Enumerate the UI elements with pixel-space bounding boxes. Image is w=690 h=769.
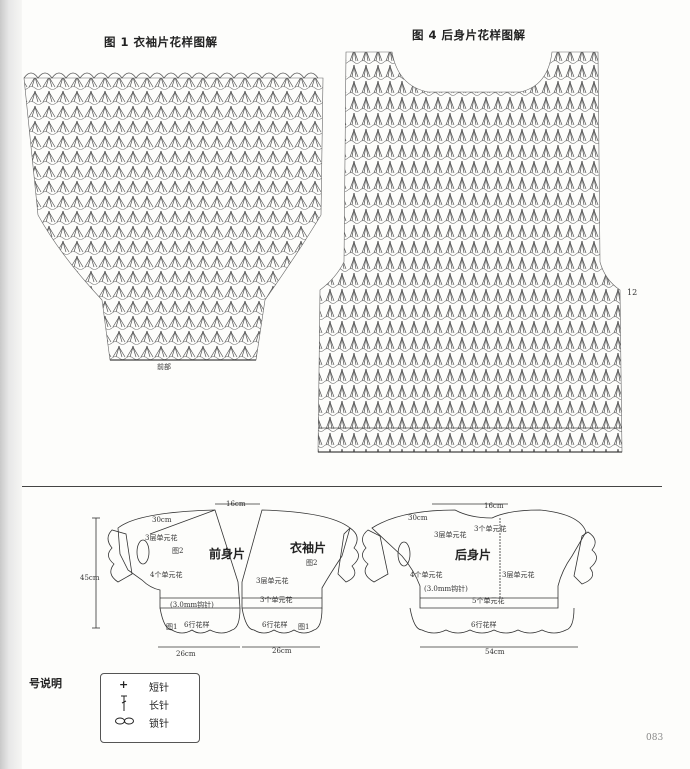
chain-stitch-icon [115, 717, 134, 725]
left-height: 45cm [80, 574, 100, 582]
right-hook: (3.0mm钩针) [424, 585, 468, 593]
left-bottom-a: 26cm [176, 650, 196, 658]
book-binding-shadow [0, 0, 22, 769]
single-crochet-icon: + [119, 678, 129, 691]
right-shoulder: 30cm [408, 514, 428, 522]
legend-label-double: 长针 [149, 701, 169, 712]
garment-schematics [92, 503, 597, 648]
legend-label-single: 短针 [149, 683, 169, 694]
left-fig2-b: 图2 [306, 559, 318, 567]
right-motif-3layer-b: 3层单元花 [502, 571, 535, 579]
left-motif-3: 3个单元花 [260, 596, 293, 604]
left-hook: (3.0mm钩针) [170, 601, 214, 609]
fig4-title: 图 4 后身片花样图解 [412, 28, 526, 42]
fig1-bottom-label: 前部 [157, 363, 171, 371]
page-number: 083 [646, 733, 664, 743]
right-motif-5: 5个单元花 [472, 597, 505, 605]
left-motif-4: 4个单元花 [150, 571, 183, 579]
right-motif-3layer: 3层单元花 [434, 531, 467, 539]
section-divider [22, 486, 662, 487]
right-motif-3: 3个单元花 [474, 525, 507, 533]
left-top-width: 16cm [226, 500, 246, 508]
fig4-side-mark: 12 [627, 288, 638, 297]
fig1-sleeve-chart [23, 51, 623, 453]
legend-label-chain: 锁针 [149, 719, 169, 730]
piece-front-label: 前身片 [209, 547, 246, 561]
left-fig1-a: 图1 [166, 623, 178, 631]
left-motif-3layer-b: 3层单元花 [145, 534, 178, 542]
double-crochet-icon [121, 695, 127, 711]
left-motif-3layer: 3层单元花 [256, 577, 289, 585]
left-fig2-a: 图2 [172, 547, 184, 555]
left-rows-a: 6行花样 [184, 621, 210, 629]
left-rows-b: 6行花样 [262, 621, 288, 629]
right-rows: 6行花样 [471, 621, 497, 629]
fig1-title: 图 1 衣袖片花样图解 [104, 35, 218, 49]
right-bottom: 54cm [485, 648, 505, 656]
symbol-legend: + 短针 长针 锁针 [100, 673, 200, 743]
left-fig1-b: 图1 [298, 623, 310, 631]
piece-back-label: 后身片 [455, 548, 492, 562]
legend-title: 号说明 [29, 677, 62, 690]
left-shoulder: 30cm [152, 516, 172, 524]
left-bottom-b: 26cm [272, 647, 292, 655]
piece-sleeve-label: 衣袖片 [290, 541, 327, 555]
right-top-width: 16cm [484, 502, 504, 510]
right-motif-4: 4个单元花 [410, 571, 443, 579]
